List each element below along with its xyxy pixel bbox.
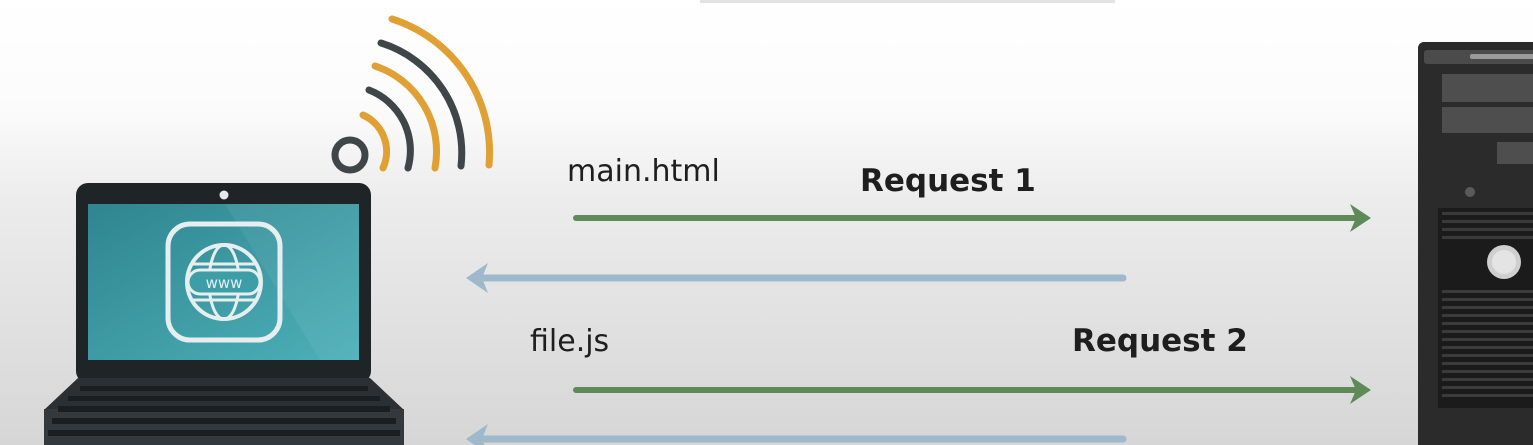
response-arrow-2 xyxy=(466,424,1127,445)
top-divider xyxy=(700,0,1115,3)
file-label-file-js: file.js xyxy=(530,324,610,359)
server-tower-icon xyxy=(1418,42,1533,445)
svg-text:www: www xyxy=(206,274,243,292)
file-label-main-html: main.html xyxy=(567,154,720,189)
www-globe-icon: www xyxy=(165,221,283,343)
request-arrow-1 xyxy=(573,204,1371,232)
request-label-2: Request 2 xyxy=(1072,323,1248,359)
request-arrow-2 xyxy=(573,376,1371,404)
wifi-icon xyxy=(331,15,494,174)
response-arrow-1 xyxy=(466,263,1127,293)
request-label-1: Request 1 xyxy=(860,163,1036,199)
